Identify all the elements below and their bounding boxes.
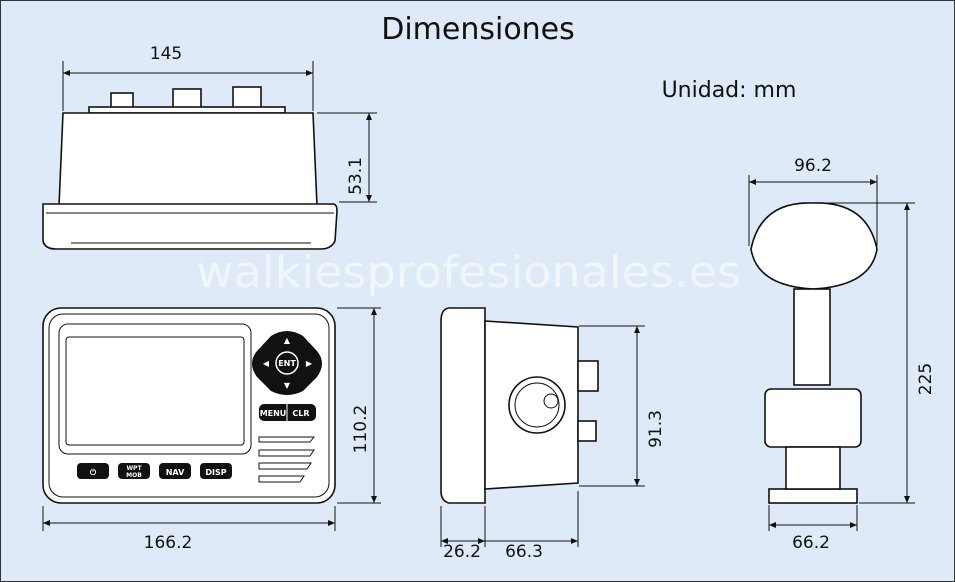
watermark: walkiesprofesionales.es bbox=[196, 247, 741, 298]
gps-antenna-drawing bbox=[750, 202, 878, 504]
front-view-drawing: ENT ▲ ▼ ◀ ▶ MENU CLR ⏻ WPT MOB NAV DISP bbox=[42, 307, 336, 504]
svg-text:▲: ▲ bbox=[284, 336, 291, 345]
dimension-side-height: 91.3 bbox=[646, 410, 666, 448]
side-view-drawing bbox=[440, 307, 599, 504]
clr-button: CLR bbox=[292, 409, 309, 418]
top-view-drawing bbox=[42, 86, 338, 250]
dimension-top-height: 53.1 bbox=[346, 157, 366, 195]
power-button: ⏻ bbox=[90, 468, 97, 477]
nav-button: NAV bbox=[166, 468, 185, 477]
dimension-top-width: 145 bbox=[150, 44, 182, 64]
svg-text:◀: ◀ bbox=[263, 359, 270, 368]
mob-label: MOB bbox=[126, 472, 142, 479]
svg-text:▶: ▶ bbox=[306, 359, 313, 368]
wpt-button: WPT bbox=[126, 465, 142, 472]
svg-text:▼: ▼ bbox=[284, 381, 291, 390]
dimension-side-body-depth: 66.3 bbox=[505, 542, 543, 562]
disp-button: DISP bbox=[205, 468, 226, 477]
dimension-antenna-width: 96.2 bbox=[794, 156, 832, 176]
dimension-antenna-height: 225 bbox=[916, 363, 936, 395]
unit-label: Unidad: mm bbox=[662, 78, 797, 103]
menu-button: MENU bbox=[260, 409, 287, 418]
dimension-front-height: 110.2 bbox=[351, 405, 371, 454]
diagram-title: Dimensiones bbox=[381, 12, 575, 47]
dimension-antenna-base-width: 66.2 bbox=[792, 533, 830, 553]
dimension-side-front-depth: 26.2 bbox=[443, 542, 481, 562]
dimension-front-width: 166.2 bbox=[144, 533, 193, 553]
ent-button: ENT bbox=[278, 359, 296, 368]
